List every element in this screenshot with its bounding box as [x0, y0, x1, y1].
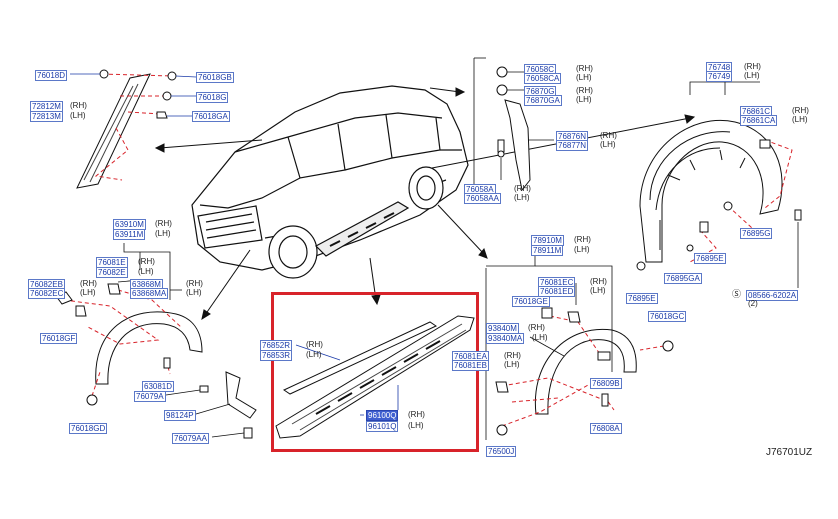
part-76877N[interactable]: 76877N [556, 140, 589, 151]
part-76749[interactable]: 76749 [706, 71, 733, 82]
side-step-assembly [275, 315, 475, 439]
part-76018GC[interactable]: 76018GC [648, 311, 687, 322]
side-lh: (LH) [80, 288, 96, 297]
side-lh: (LH) [576, 95, 592, 104]
side-step-leaders [295, 344, 399, 416]
side-lh: (LH) [138, 267, 154, 276]
part-76058AA[interactable]: 76058AA [464, 193, 501, 204]
front-flare-group-bracket [117, 243, 182, 300]
part-76500J[interactable]: 76500J [486, 446, 517, 457]
side-lh: (LH) [532, 333, 548, 342]
liner-fasteners [636, 139, 802, 271]
side-rh: (RH) [600, 131, 617, 140]
part-78911M[interactable]: 78911M [531, 245, 564, 256]
part-96100Q[interactable]: 96100Q [366, 410, 399, 421]
step-bracket [199, 371, 257, 439]
part-63868MA[interactable]: 63868MA [130, 288, 169, 299]
part-76870GA[interactable]: 76870GA [524, 95, 562, 106]
step-bracket-leaders [165, 389, 245, 438]
side-rh: (RH) [576, 64, 593, 73]
part-76018GA[interactable]: 76018GA [192, 111, 230, 122]
part-93840MA[interactable]: 93840MA [486, 333, 525, 344]
side-rh: (RH) [574, 235, 591, 244]
wheel-house-liner [639, 120, 783, 263]
part-76809B[interactable]: 76809B [590, 378, 622, 389]
part-76079A[interactable]: 76079A [134, 391, 166, 402]
part-72813M[interactable]: 72813M [30, 111, 63, 122]
side-lh: (LH) [514, 193, 530, 202]
side-lh: (LH) [70, 111, 86, 120]
vehicle-illustration [191, 85, 469, 279]
part-76018D[interactable]: 76018D [35, 70, 68, 81]
side-lh: (LH) [744, 71, 760, 80]
side-lh: (LH) [186, 288, 202, 297]
part-76018GE[interactable]: 76018GE [512, 296, 550, 307]
liner-group-bracket [689, 81, 799, 288]
side-lh: (LH) [576, 73, 592, 82]
side-lh: (LH) [408, 421, 424, 430]
part-76808A[interactable]: 76808A [590, 423, 622, 434]
pillar-leaders [70, 73, 197, 117]
front-fender-flare [95, 311, 203, 385]
side-rh: (RH) [528, 323, 545, 332]
part-76018GF[interactable]: 76018GF [40, 333, 78, 344]
side-lh: (LH) [504, 360, 520, 369]
part-76895G[interactable]: 76895G [740, 228, 773, 239]
side-rh: (RH) [80, 279, 97, 288]
part-76081ED[interactable]: 76081ED [538, 286, 576, 297]
part-76018GD[interactable]: 76018GD [69, 423, 108, 434]
part-76861CA[interactable]: 76861CA [740, 115, 778, 126]
side-rh: (RH) [155, 219, 172, 228]
side-rh: (RH) [70, 101, 87, 110]
side-rh: (RH) [590, 277, 607, 286]
side-lh: (LH) [590, 286, 606, 295]
side-lh: (LH) [574, 245, 590, 254]
side-rh: (RH) [514, 184, 531, 193]
side-rh: (RH) [306, 340, 323, 349]
mudguard-bracket [496, 66, 531, 192]
side-lh: (LH) [155, 229, 171, 238]
side-rh: (RH) [504, 351, 521, 360]
diagram-code: J76701UZ [766, 447, 813, 458]
side-rh: (RH) [186, 279, 203, 288]
part-63911M[interactable]: 63911M [113, 229, 146, 240]
side-rh: (RH) [744, 62, 761, 71]
side-lh: (LH) [792, 115, 808, 124]
part-98124P[interactable]: 98124P [164, 410, 196, 421]
side-rh: (RH) [576, 86, 593, 95]
pillar-callout-lines [94, 73, 173, 181]
part-76081EB[interactable]: 76081EB [452, 360, 489, 371]
part-76895E-lower[interactable]: 76895E [626, 293, 658, 304]
pillar-garnish [76, 73, 151, 189]
side-rh: (RH) [792, 106, 809, 115]
side-lh: (LH) [306, 350, 322, 359]
rear-flare-clips [495, 307, 674, 436]
side-rh: (RH) [138, 257, 155, 266]
part-76082E[interactable]: 76082E [96, 267, 128, 278]
part-08566-6202A[interactable]: 08566-6202A [746, 290, 799, 301]
part-76018G[interactable]: 76018G [196, 92, 229, 103]
rear-fender-flare [534, 328, 637, 415]
part-76079AA[interactable]: 76079AA [172, 433, 209, 444]
bolt-s-mark: Ⓢ [732, 289, 742, 299]
highlight-frame [271, 292, 479, 452]
part-76018GB[interactable]: 76018GB [196, 72, 234, 83]
side-rh: (RH) [408, 410, 425, 419]
side-lh: (LH) [600, 140, 616, 149]
qty-label: (2) [748, 299, 758, 308]
part-76058CA[interactable]: 76058CA [524, 73, 562, 84]
part-96101Q[interactable]: 96101Q [366, 421, 399, 432]
part-76895GA[interactable]: 76895GA [664, 273, 702, 284]
part-76895E[interactable]: 76895E [694, 253, 726, 264]
part-76082EC[interactable]: 76082EC [28, 288, 66, 299]
part-76853R[interactable]: 76853R [260, 350, 293, 361]
